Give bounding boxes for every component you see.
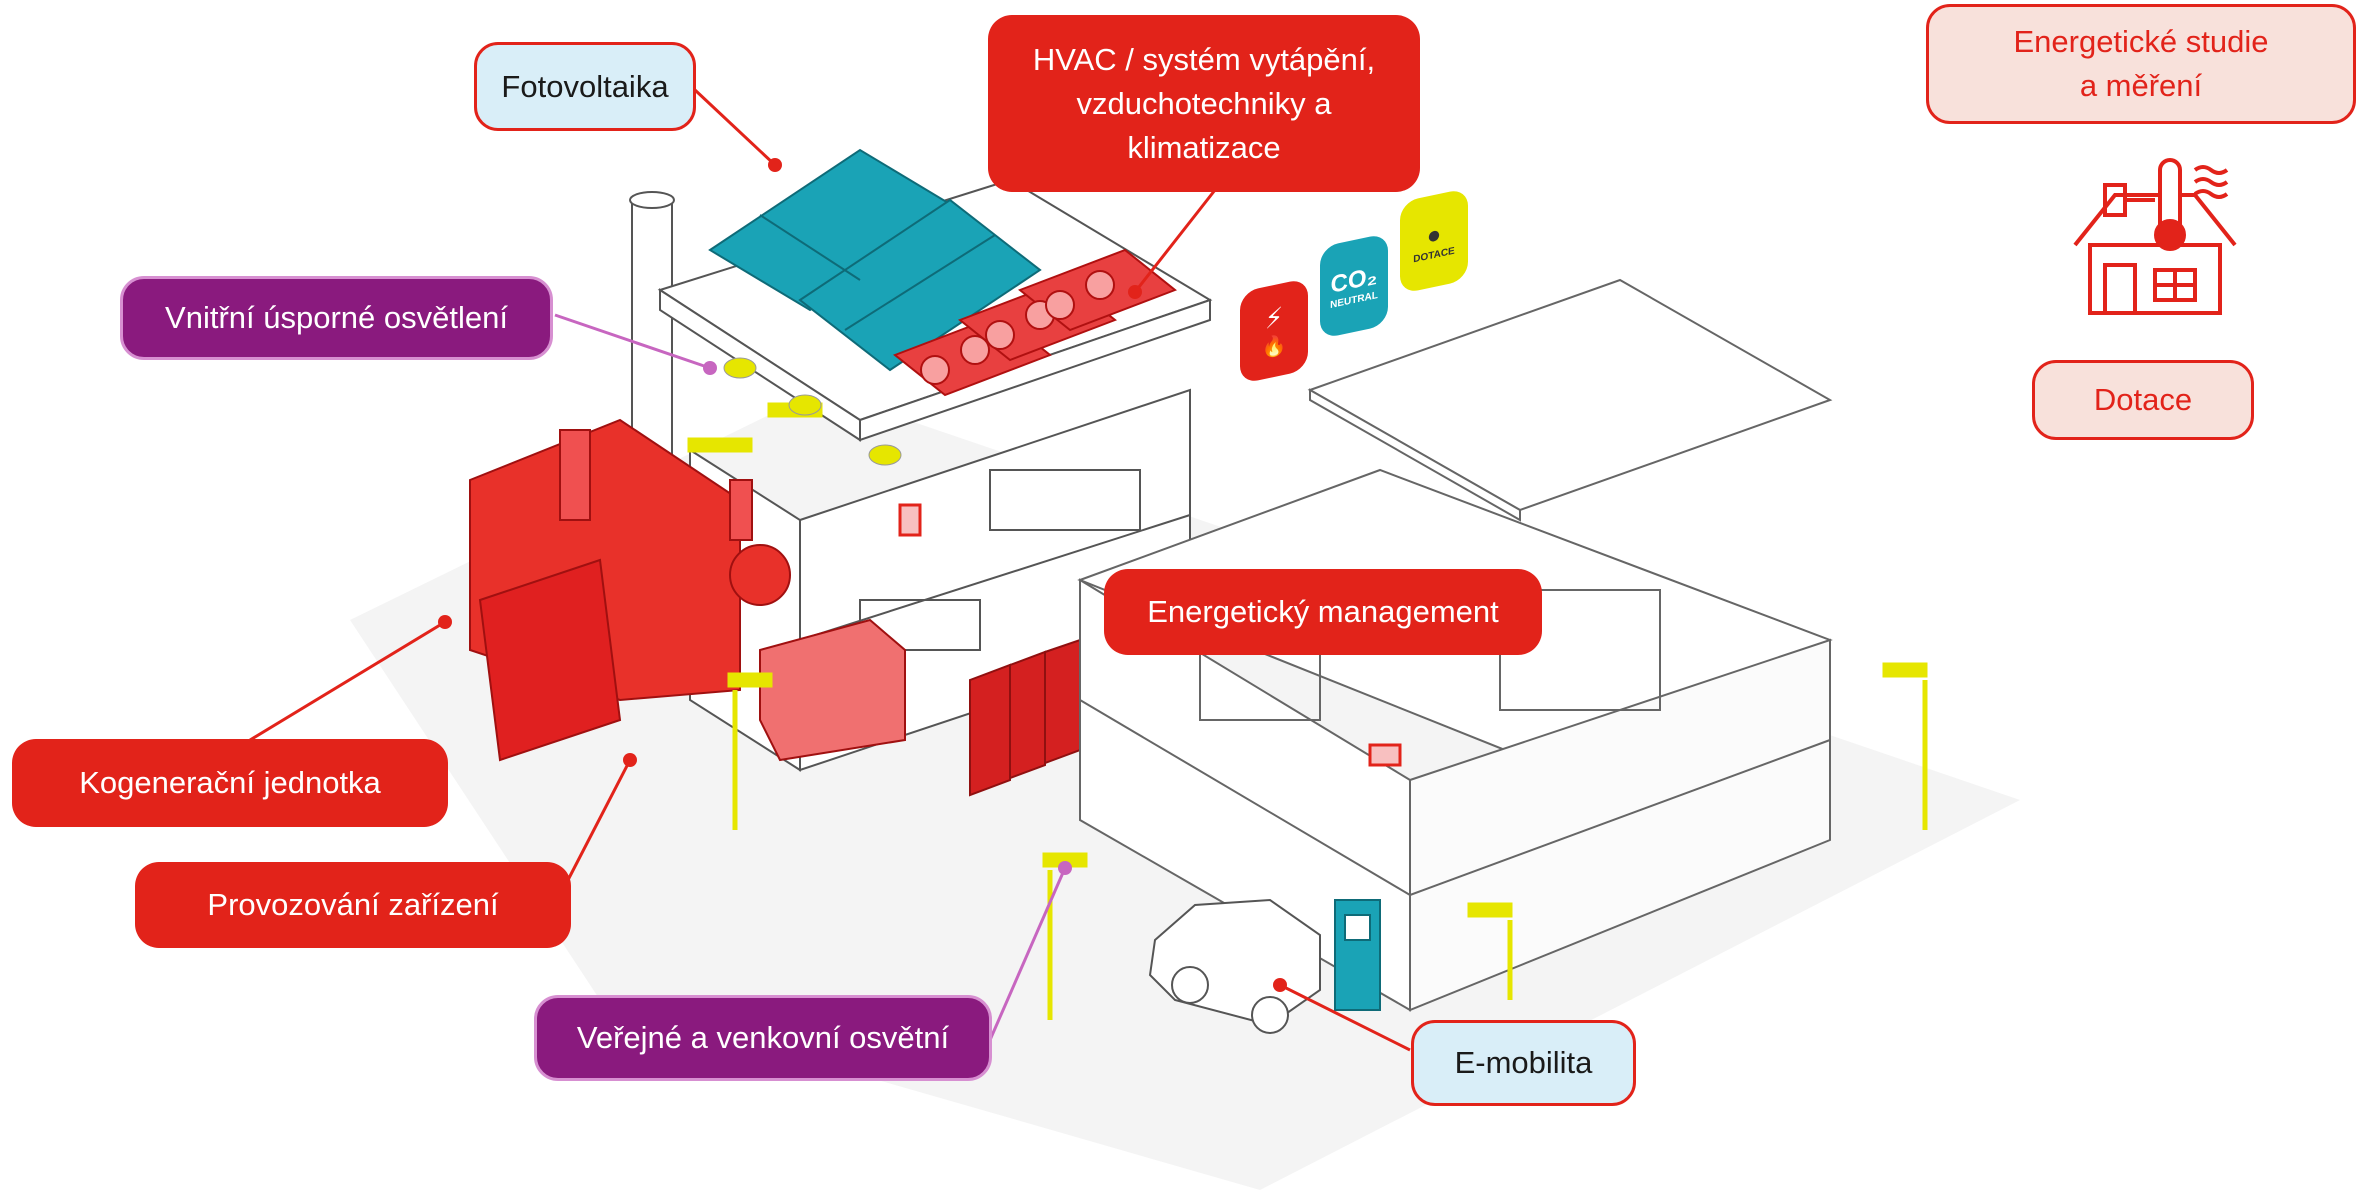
label-fotovoltaika[interactable]: Fotovoltaika	[474, 42, 696, 131]
label-provozovani-zarizeni[interactable]: Provozování zařízení	[135, 862, 571, 948]
cogeneration-unit	[469, 418, 906, 762]
flame-icon: 🔥	[1261, 333, 1287, 361]
office-desk	[898, 503, 1402, 767]
co2-neutral-badge: CO₂ NEUTRAL	[1320, 232, 1388, 340]
car	[1148, 898, 1321, 1034]
solar-panels	[708, 148, 1042, 372]
piggy-bank-icon: ●	[1426, 219, 1442, 251]
label-energeticke-studie[interactable]: Energetické studie a měření	[1926, 4, 2356, 124]
house-thermometer-icon	[2073, 158, 2237, 315]
energy-badge: ⚡ 🔥	[1240, 277, 1308, 385]
hvac-units	[893, 248, 1177, 397]
label-dotace[interactable]: Dotace	[2032, 360, 2254, 440]
label-hvac[interactable]: HVAC / systém vytápění, vzduchotechniky …	[988, 15, 1420, 192]
lightning-icon: ⚡	[1264, 301, 1284, 335]
callout-dots	[438, 158, 1287, 992]
indoor-lights	[723, 357, 902, 466]
label-vnitrni-osvetleni[interactable]: Vnitřní úsporné osvětlení	[120, 276, 553, 360]
label-kogeneracni-jednotka[interactable]: Kogenerační jednotka	[12, 739, 448, 827]
label-energeticky-management[interactable]: Energetický management	[1104, 569, 1542, 655]
callout-lines	[249, 88, 1411, 1052]
battery-cabinets	[969, 638, 1081, 797]
ev-charger	[1334, 899, 1381, 1011]
dotace-badge: ● DOTACE	[1400, 187, 1468, 295]
label-e-mobilita[interactable]: E-mobilita	[1411, 1020, 1636, 1106]
label-verejne-osvetleni[interactable]: Veřejné a venkovní osvětní	[534, 995, 992, 1081]
